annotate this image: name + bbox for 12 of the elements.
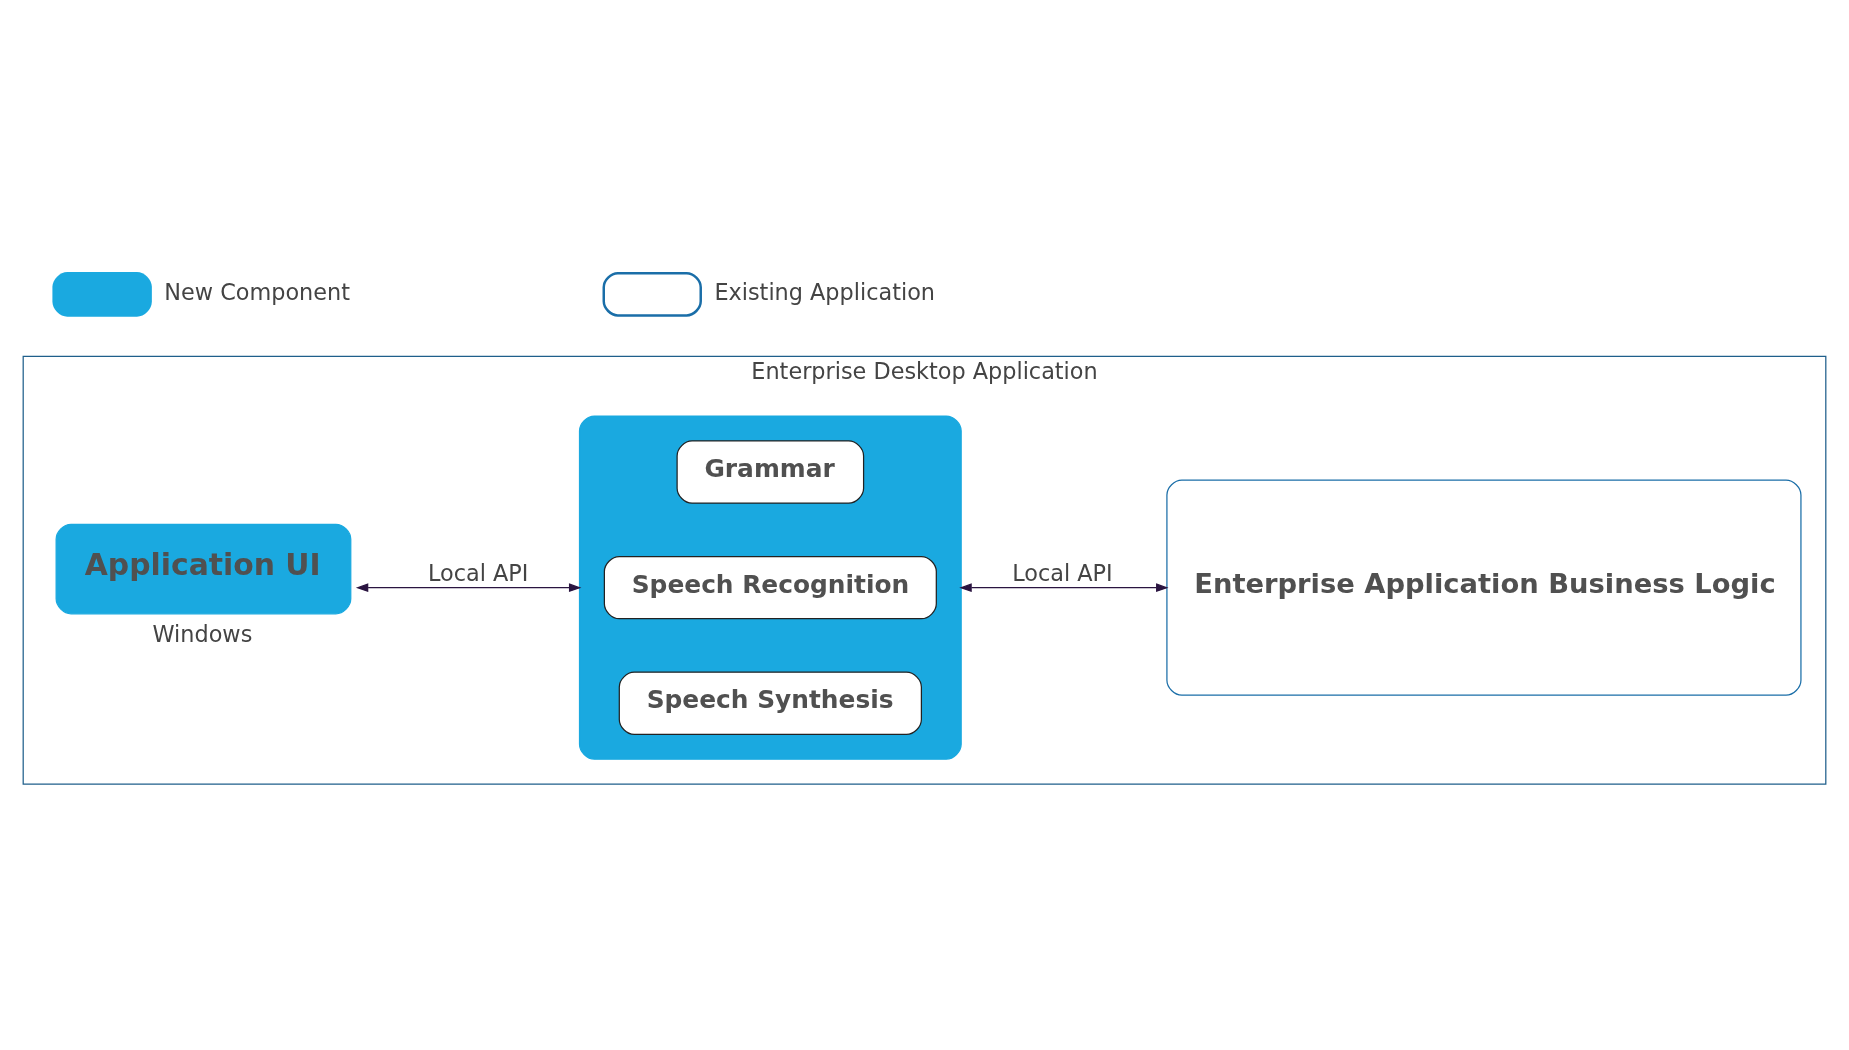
- node-box: Speech Recognition: [603, 555, 937, 619]
- edge-label: Local API: [427, 559, 529, 586]
- node-box: Speech Synthesis: [618, 671, 922, 735]
- legend-label: New Component: [164, 278, 350, 305]
- cluster: [578, 415, 962, 760]
- arrow: [959, 582, 1169, 592]
- node-box: Grammar: [676, 439, 865, 504]
- legend-label: Existing Application: [714, 278, 936, 305]
- node-box: Enterprise Application Business Logic: [1166, 479, 1802, 696]
- arrow: [355, 582, 582, 592]
- node-label: Windows: [152, 620, 253, 647]
- edge-label: Local API: [1012, 559, 1113, 586]
